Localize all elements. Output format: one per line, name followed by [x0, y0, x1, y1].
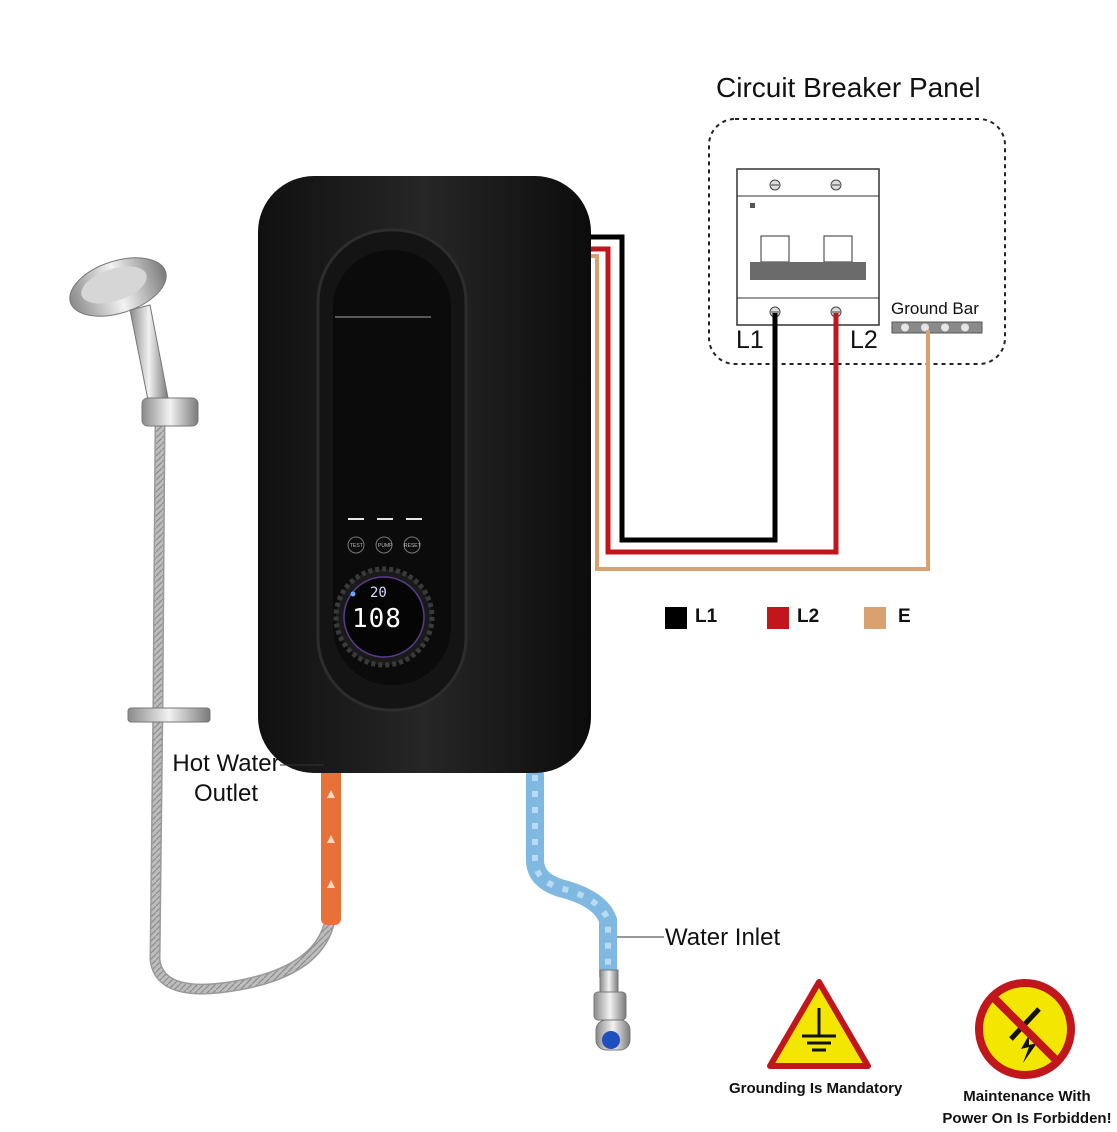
test-button-label: TEST	[350, 543, 363, 549]
no-maintenance-with-power-icon	[973, 977, 1077, 1081]
water-inlet-leader-line	[617, 934, 665, 940]
hot-water-line1: Hot Water	[170, 749, 282, 779]
legend-swatch-l1	[665, 607, 687, 629]
hot-water-leader-line	[280, 762, 325, 768]
reset-button-label: RESET	[404, 543, 421, 549]
maintenance-warning-line1: Maintenance With	[938, 1086, 1116, 1108]
water-inlet-pipe	[535, 775, 608, 975]
legend-label-e: E	[898, 606, 911, 628]
hot-water-outlet-label: Hot Water Outlet	[170, 749, 282, 809]
panel-title: Circuit Breaker Panel	[716, 72, 981, 104]
legend-label-l2: L2	[797, 606, 819, 628]
water-heater-unit	[258, 176, 591, 773]
legend-label-l1: L1	[695, 606, 717, 628]
terminal-l1-label: L1	[736, 326, 764, 355]
display-temperature: 108	[352, 604, 402, 634]
grounding-warning-icon	[766, 978, 872, 1070]
terminal-l2-label: L2	[850, 326, 878, 355]
maintenance-warning-text: Maintenance With Power On Is Forbidden!	[938, 1086, 1116, 1130]
shower-head-icon	[62, 247, 198, 426]
hot-water-line2: Outlet	[170, 779, 282, 809]
grounding-warning-text: Grounding Is Mandatory	[729, 1080, 902, 1097]
ground-bar	[892, 322, 982, 333]
legend-swatch-e	[864, 607, 886, 629]
hot-water-pipe	[321, 765, 341, 925]
circuit-breaker	[737, 169, 879, 325]
water-inlet-label: Water Inlet	[665, 924, 780, 952]
slide-bracket	[128, 708, 210, 722]
ground-bar-label: Ground Bar	[891, 299, 979, 319]
legend-swatch-l2	[767, 607, 789, 629]
display-sub-readout: 20	[370, 585, 387, 601]
inlet-valve-icon	[594, 970, 630, 1050]
pump-button-label: PUMP	[378, 543, 392, 549]
